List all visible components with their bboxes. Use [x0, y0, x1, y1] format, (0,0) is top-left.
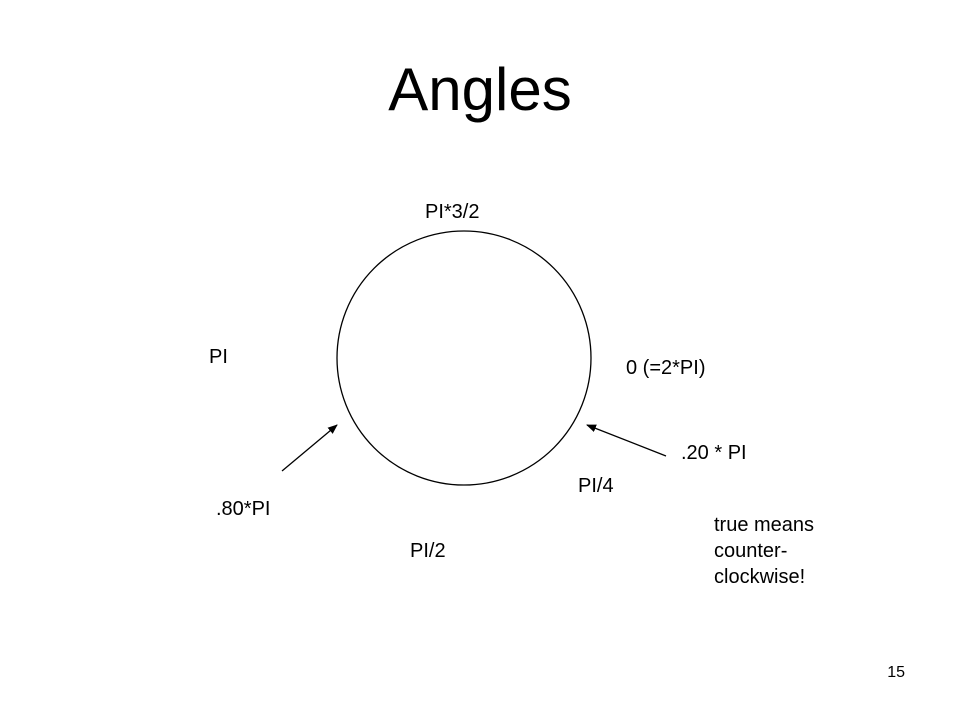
- direction-note: true means counter- clockwise!: [714, 512, 814, 590]
- label-pi-quarter: PI/4: [578, 475, 614, 497]
- label-zero: 0 (=2*PI): [626, 357, 706, 379]
- label-pi-three-halves: PI*3/2: [425, 201, 480, 223]
- label-point-eighty-pi: .80*PI: [216, 498, 271, 520]
- slide-title: Angles: [388, 56, 572, 123]
- note-line: true means: [714, 514, 815, 536]
- label-pi-half: PI/2: [410, 540, 446, 562]
- right-arrow: [586, 424, 667, 457]
- label-pi: PI: [209, 346, 228, 368]
- unit-circle: [336, 230, 592, 486]
- page-number: 15: [887, 664, 905, 681]
- label-point-twenty-pi: .20 * PI: [681, 442, 747, 464]
- left-arrow: [281, 424, 338, 472]
- note-line: clockwise!: [714, 566, 806, 588]
- note-line: counter-: [714, 540, 788, 562]
